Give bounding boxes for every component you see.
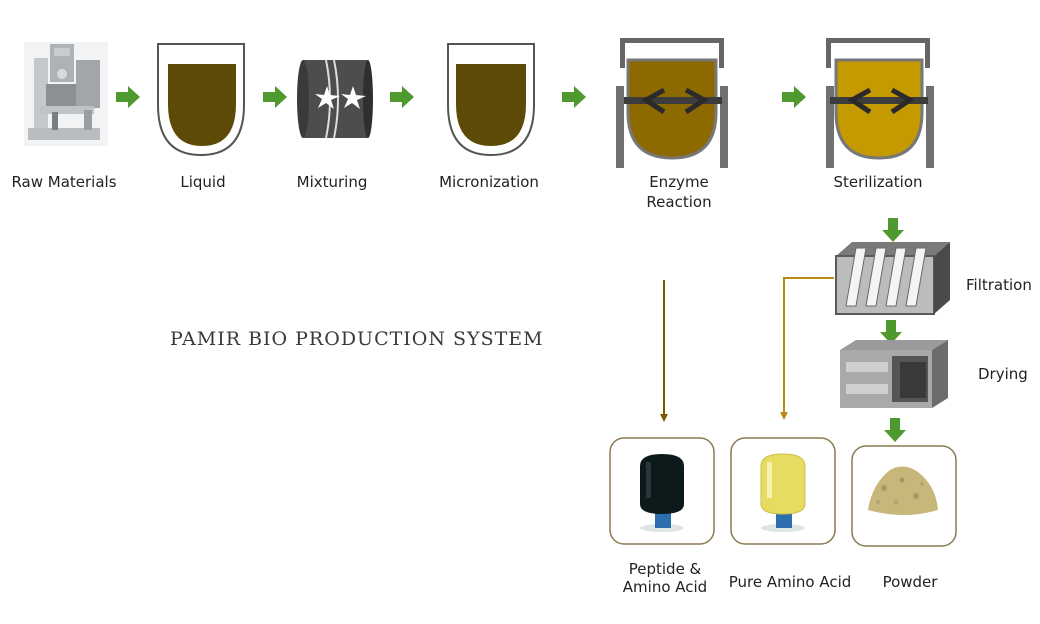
label-powder: Powder	[882, 573, 938, 591]
label-peptide-line2: Amino Acid	[622, 578, 708, 596]
mixer-drum-icon	[297, 59, 373, 139]
flow-arrow-icon	[882, 218, 904, 242]
label-pure-amino-acid: Pure Amino Acid	[728, 573, 852, 591]
label-micronization: Micronization	[439, 173, 539, 191]
press-machine-icon	[24, 42, 108, 146]
flow-arrow-icon	[880, 320, 902, 344]
system-title: PAMIR BIO PRODUCTION SYSTEM	[170, 328, 544, 350]
label-drying: Drying	[978, 365, 1028, 383]
label-sterilization: Sterilization	[833, 173, 923, 191]
output-line-pure-amino	[780, 277, 834, 420]
powder-pile-icon	[868, 466, 938, 515]
label-enzyme-reaction-line1: Enzyme	[649, 173, 709, 191]
label-filtration: Filtration	[966, 276, 1032, 294]
flow-arrow-icon	[562, 86, 586, 108]
flow-arrow-icon	[390, 86, 414, 108]
dryer-box-icon	[840, 340, 948, 408]
yellow-bottle-icon	[760, 453, 806, 532]
label-enzyme-reaction-line2: Reaction	[646, 193, 712, 211]
filter-plates-icon	[835, 242, 950, 315]
label-mixturing: Mixturing	[296, 173, 368, 191]
reactor-tank-icon	[616, 38, 728, 168]
flow-arrow-icon	[263, 86, 287, 108]
flow-arrow-icon	[884, 418, 906, 442]
black-bottle-icon	[640, 454, 684, 532]
vessel-icon	[157, 43, 245, 157]
label-liquid: Liquid	[180, 173, 226, 191]
label-raw-materials: Raw Materials	[11, 173, 117, 191]
reactor-tank-icon	[826, 38, 934, 168]
flow-arrow-icon	[116, 86, 140, 108]
label-peptide-line1: Peptide &	[628, 560, 702, 578]
flow-arrow-icon	[782, 86, 806, 108]
vessel-icon	[447, 43, 535, 157]
